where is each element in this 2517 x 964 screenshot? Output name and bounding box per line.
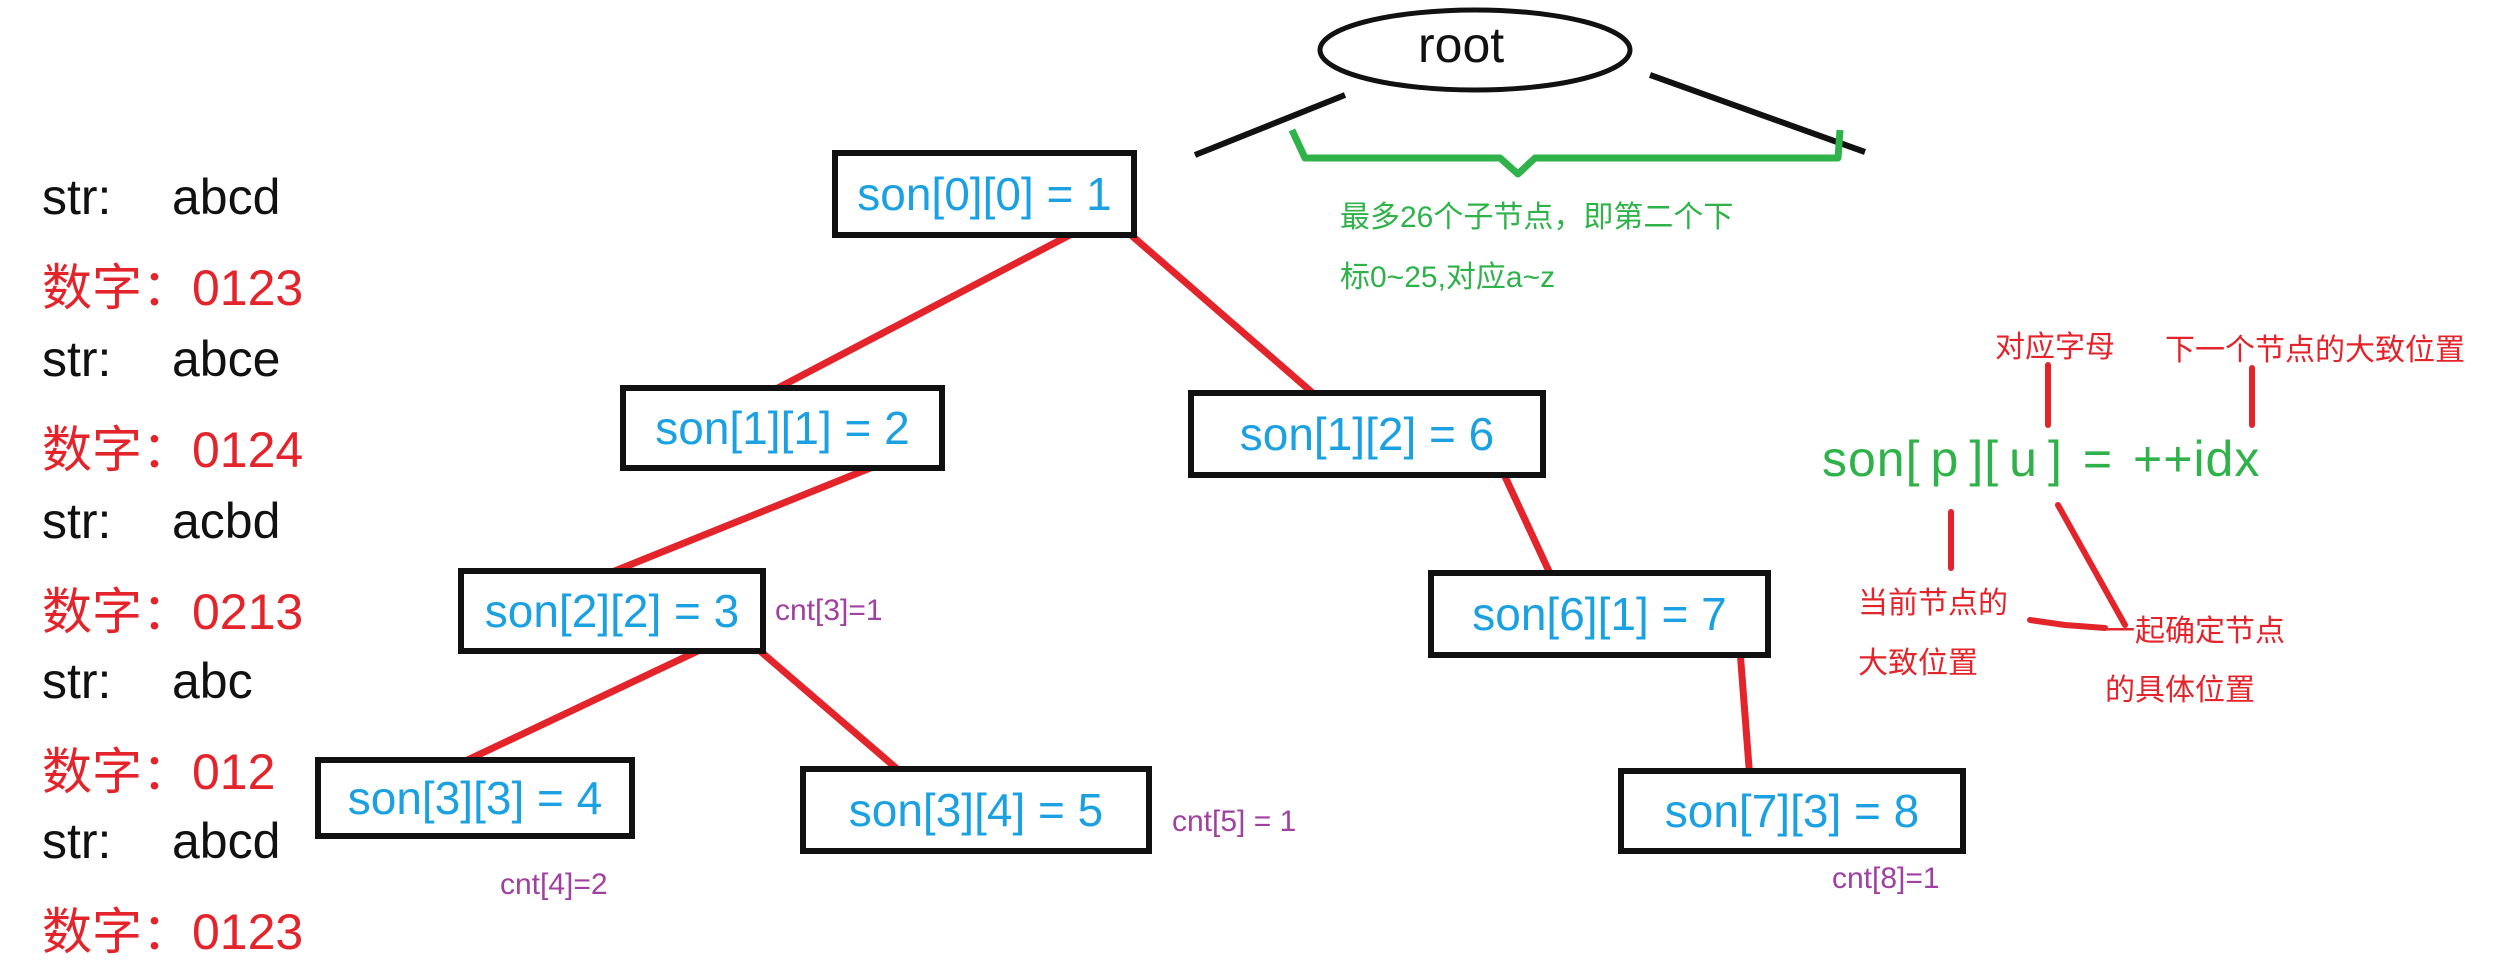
formula: son[p][u] = ++idx [1822, 430, 2260, 488]
num-value: 0124 [192, 422, 304, 478]
current-note-line1: 当前节点的 [1858, 587, 2008, 620]
formula-rhs: ++idx [2133, 431, 2261, 487]
formula-u: u [2009, 431, 2038, 487]
edge-7-8 [1736, 646, 1754, 784]
trie-node-2: son[1][1] = 2 [620, 385, 945, 471]
count-label-4: cnt[4]=2 [500, 868, 608, 901]
num-value: 0123 [192, 260, 304, 316]
root-label: root [1418, 17, 1505, 73]
num-value: 0123 [192, 904, 304, 960]
num-value: 012 [192, 744, 276, 800]
str-value: abce [172, 331, 281, 387]
num-line-2: 数字：0124 [42, 410, 303, 482]
num-label: 数字： [42, 260, 192, 316]
exact-note-line1: 一起确定节点 [2105, 615, 2285, 648]
root-ellipse [1317, 7, 1633, 93]
formula-eq: = [2082, 431, 2114, 487]
num-label: 数字： [42, 904, 192, 960]
trie-node-4: son[3][3] = 4 [315, 757, 635, 839]
str-line-2: str: abce [42, 330, 280, 388]
children-note-line1: 最多26个子节点，即第二个下 [1340, 201, 1734, 234]
edge-3-5 [734, 628, 914, 784]
num-line-4: 数字：012 [42, 732, 275, 804]
trie-node-6: son[1][2] = 6 [1188, 390, 1546, 478]
exact-note-line2: 的具体位置 [2105, 674, 2255, 707]
str-label: str: [42, 493, 112, 549]
trie-node-1: son[0][0] = 1 [832, 150, 1137, 238]
str-line-5: str: abcd [42, 812, 280, 870]
str-label: str: [42, 653, 112, 709]
current-note-line2: 大致位置 [1858, 647, 1978, 680]
trie-node-3: son[2][2] = 3 [458, 568, 766, 654]
edge-1-6 [1104, 211, 1319, 399]
formula-son: son[ [1822, 431, 1921, 487]
root-left-line [1193, 92, 1347, 158]
next-pos-note: 下一个节点的大致位置 [2165, 334, 2465, 367]
num-label: 数字： [42, 584, 192, 640]
edge-3-4 [436, 628, 742, 777]
exact-pointer [2055, 502, 2128, 628]
formula-mid: ][ [1969, 431, 2000, 487]
children-brace [1288, 128, 1844, 178]
str-label: str: [42, 169, 112, 225]
letter-note: 对应字母 [1995, 331, 2115, 364]
edge-1-2 [751, 211, 1112, 404]
trie-node-5: son[3][4] = 5 [800, 766, 1152, 854]
num-value: 0213 [192, 584, 304, 640]
exact-join [2027, 617, 2108, 631]
trie-node-8: son[7][3] = 8 [1618, 768, 1966, 854]
str-value: abcd [172, 169, 281, 225]
num-label: 数字： [42, 422, 192, 478]
edge-2-3 [576, 448, 914, 589]
str-line-3: str: acbd [42, 492, 280, 550]
str-line-4: str: abc [42, 652, 253, 710]
formula-p: p [1930, 431, 1960, 487]
num-line-1: 数字：0123 [42, 248, 303, 320]
str-value: abcd [172, 813, 281, 869]
str-line-1: str: abcd [42, 168, 280, 226]
num-label: 数字： [42, 744, 192, 800]
root-right-line [1648, 72, 1867, 155]
num-line-5: 数字：0123 [42, 892, 303, 964]
num-line-3: 数字：0213 [42, 572, 303, 644]
count-label-3: cnt[3]=1 [775, 594, 883, 627]
str-label: str: [42, 813, 112, 869]
str-label: str: [42, 331, 112, 387]
str-value: abc [172, 653, 253, 709]
count-label-8: cnt[8]=1 [1832, 862, 1940, 895]
children-note-line2: 标0~25,对应a~z [1340, 261, 1556, 294]
count-label-5: cnt[5] = 1 [1172, 805, 1297, 838]
trie-node-7: son[6][1] = 7 [1428, 570, 1771, 658]
formula-close: ] [2047, 431, 2063, 487]
str-value: acbd [172, 493, 281, 549]
